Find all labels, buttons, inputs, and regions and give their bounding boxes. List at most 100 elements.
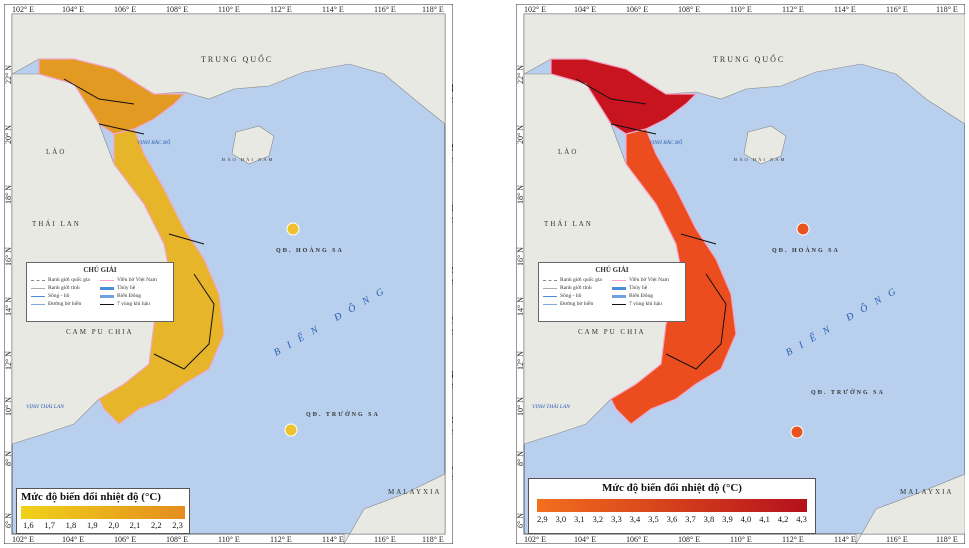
scale-tick: 3,8 [703, 514, 715, 524]
lat-label: 20° N [450, 144, 453, 163]
vietnam-north-region [550, 58, 698, 135]
legend-symbol [612, 279, 626, 281]
legend-symbol [543, 295, 557, 297]
lon-label: 102° E [524, 5, 546, 14]
lon-label: 102° E [12, 535, 34, 544]
legend-symbol [100, 279, 114, 281]
lon-label: 118° E [936, 535, 958, 544]
label-gulf-thailand: VỊNH THÁI LAN [532, 402, 570, 410]
scale-ticks: 1,6 1,7 1,8 1,9 2,0 2,1 2,2 2,3 [17, 520, 189, 530]
lon-label: 104° E [574, 5, 596, 14]
scale-tick: 1,6 [23, 520, 34, 530]
lon-label: 110° E [730, 5, 752, 14]
scale-tick: 4,3 [796, 514, 807, 524]
label-cambodia: CAM PU CHIA [66, 328, 134, 336]
spratly-islands-marker [790, 425, 804, 439]
lat-label: 6° N [516, 513, 525, 528]
lon-label: 110° E [730, 535, 752, 544]
lon-label: 108° E [678, 5, 700, 14]
lon-label: 108° E [166, 535, 188, 544]
lat-label: 18° N [516, 185, 525, 204]
scale-tick: 2,2 [150, 520, 162, 530]
legend-title: CHÚ GIẢI [595, 266, 629, 274]
lon-label: 114° E [834, 535, 856, 544]
legend-box: CHÚ GIẢI Ranh giới quốc gia Ranh giới tỉ… [26, 262, 174, 322]
legend-symbol [31, 295, 45, 297]
scale-tick: 3,0 [555, 514, 567, 524]
legend-item: Viền bờ Việt Nam [612, 276, 681, 284]
legend-item: Ranh giới tỉnh [31, 284, 100, 292]
label-paracel: QĐ. HOÀNG SA [276, 246, 344, 254]
legend-label: Thủy hệ [629, 285, 648, 291]
label-paracel: QĐ. HOÀNG SA [772, 246, 840, 254]
scale-tick: 3,3 [611, 514, 622, 524]
legend-item: Sông - hồ [543, 292, 612, 300]
map-panel-left: 102° E 104° E 106° E 108° E 110° E 112° … [4, 4, 453, 544]
lon-label: 116° E [374, 5, 396, 14]
lat-label: 16° N [4, 247, 13, 266]
lat-label: 14° N [4, 297, 13, 316]
lon-tick-labels: 102° E 104° E 106° E 108° E 110° E 112° … [524, 5, 958, 544]
label-malaysia: MALAYXIA [900, 488, 953, 496]
lat-tick-labels: 22° N 20° N 18° N 16° N 14° N 12° N 10° … [4, 65, 453, 528]
label-spratly: QĐ. TRƯỜNG SA [306, 410, 380, 418]
scale-tick: 1,9 [86, 520, 98, 530]
lon-label: 110° E [218, 5, 240, 14]
lat-label: 20° N [4, 125, 13, 144]
lon-label: 112° E [782, 5, 804, 14]
lon-label: 114° E [322, 5, 344, 14]
lon-tick-labels: 102° E 104° E 106° E 108° E 110° E 112° … [12, 5, 444, 544]
lon-label: 118° E [936, 5, 958, 14]
lon-label: 116° E [886, 5, 908, 14]
lat-label: 14° N [516, 297, 525, 316]
lat-label: 12° N [450, 370, 453, 389]
lat-label: 18° N [4, 185, 13, 204]
legend-symbol [100, 303, 114, 305]
legend-symbol [100, 286, 114, 290]
legend-item: Ranh giới quốc gia [543, 276, 612, 284]
temperature-scale: Mức độ biến đổi nhiệt độ (°C) 1,6 1,7 1,… [16, 488, 190, 534]
hainan-island [743, 125, 787, 165]
legend-symbol [612, 294, 626, 298]
label-china: TRUNG QUỐC [713, 54, 785, 64]
scale-ticks: 2,9 3,0 3,1 3,2 3,3 3,4 3,5 3,6 3,7 3,8 … [529, 514, 815, 524]
legend-label: Ranh giới tỉnh [48, 285, 80, 291]
label-cambodia: CAM PU CHIA [578, 328, 646, 336]
legend-item: Ranh giới quốc gia [31, 276, 100, 284]
label-china: TRUNG QUỐC [201, 54, 273, 64]
lat-label: 22° N [4, 65, 13, 84]
vietnam-north-region [38, 58, 186, 135]
legend-item: 7 vùng khí hậu [612, 300, 681, 308]
legend-symbol [543, 287, 557, 289]
legend-label: 7 vùng khí hậu [117, 301, 150, 307]
legend-title: CHÚ GIẢI [83, 266, 117, 274]
legend-label: Sông - hồ [48, 293, 70, 299]
climate-zone-lines [575, 78, 727, 370]
scale-tick: 2,1 [129, 520, 141, 530]
scale-tick: 3,2 [592, 514, 604, 524]
lon-label: 116° E [886, 535, 908, 544]
spratly-islands-marker [284, 423, 298, 437]
lat-label: 12° N [4, 351, 13, 370]
map-panel-right: 102° E 104° E 106° E 108° E 110° E 112° … [516, 4, 965, 544]
lon-label: 114° E [322, 535, 344, 544]
lat-label: 16° N [450, 266, 453, 285]
legend-symbol [31, 287, 45, 289]
lat-label: 6° N [4, 513, 13, 528]
legend-label: Sông - hồ [560, 293, 582, 299]
legend-item: Biển Đông [100, 292, 169, 300]
legend-symbol [612, 286, 626, 290]
legend-symbol [31, 303, 45, 305]
scale-tick: 3,9 [722, 514, 733, 524]
label-thailand: THÁI LAN [32, 220, 81, 228]
legend-item: Đường bờ biển [543, 300, 612, 308]
lat-label: 12° N [516, 351, 525, 370]
legend-label: Đường bờ biển [48, 301, 82, 307]
lon-label: 112° E [270, 5, 292, 14]
scale-tick: 2,9 [537, 514, 548, 524]
legend-item: Biển Đông [612, 292, 681, 300]
legend-label: Ranh giới quốc gia [48, 277, 90, 283]
lon-label: 112° E [782, 535, 804, 544]
scale-tick: 1,7 [44, 520, 55, 530]
hainan-island [231, 125, 275, 165]
